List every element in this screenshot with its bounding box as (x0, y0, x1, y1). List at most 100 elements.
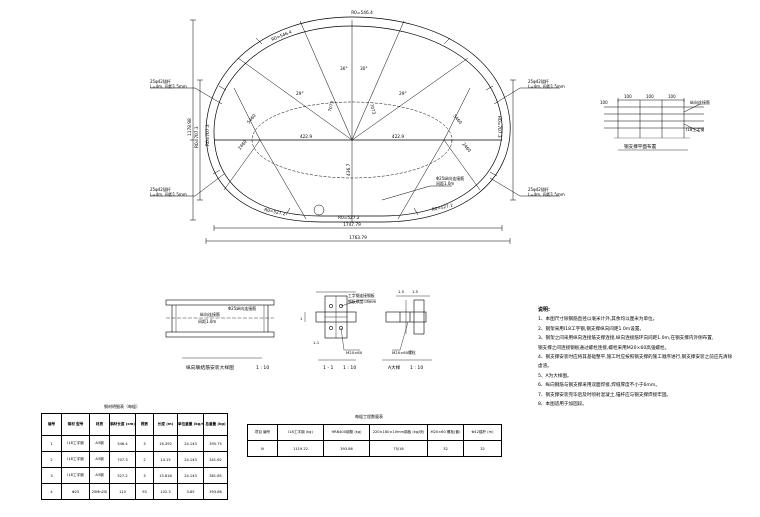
steel-cell: A3钢 (89, 451, 110, 468)
joint-label-4: M20×60螺栓 (392, 350, 416, 355)
right-dimension (510, 79, 516, 201)
joint-label-8: 1.5 (412, 289, 419, 294)
design-notes: 说明: 1、本图尺寸除钢筋直径以毫米计外,其余均以厘米为单位。 2、钢架采用I1… (538, 306, 743, 409)
qty-cell: 75/16 (369, 440, 428, 457)
tunnel-outer-lining (205, 16, 511, 223)
plan-dim-3: 100 (668, 94, 676, 99)
table-row: 1 I18工字钢 A3钢 546.4 3 16.392 24.143 395.7… (41, 435, 228, 452)
label-rad-left-2: 7073 (327, 100, 336, 112)
steel-cell: 2 (41, 451, 62, 468)
qty-table-title: 每榀工程数量表 (355, 414, 383, 419)
label-line: 25φ42锚杆 (150, 186, 171, 192)
table-row: 4 Φ25 25Mn2Si 110 93 102.3 3.85 393.86 (41, 483, 228, 500)
note-item: 虚渣。 (538, 364, 552, 370)
bottom-dimensions (205, 225, 511, 244)
note-item: 3、钢架之间采用纵向连接筋支撑连接,纵向连接筋环向间距1.0m,在钢支撑内外侧布… (538, 336, 714, 342)
label-r-side-right: R0=707.3 (496, 116, 502, 138)
label-r-top: R0=546.4 (351, 10, 373, 16)
steel-plan-labels: 100 100 100 纵向连接筋 I18工字钢 100 钢支撑平面布置 (600, 94, 710, 150)
label-ang-top-right: 29° (399, 91, 407, 97)
label-r-top-left: R0=546.4 (271, 29, 294, 43)
plan-label-b: I18工字钢 (686, 126, 704, 132)
tunnel-labels: 1747.79 1763.79 422.9 422.9 R0=546.4 R0=… (187, 10, 502, 241)
note-item: 8、本图适用于加固段。 (538, 402, 587, 408)
note-item: 5、A为大样图。 (538, 373, 572, 379)
note-item: 7、钢支撑安装完毕后及时喷射混凝土,锚杆应与钢支撑焊接牢固。 (538, 392, 672, 398)
steel-th: 钢材长度 (cm) (109, 413, 136, 436)
label-rad-right-2: 7073 (368, 103, 377, 115)
steel-cell: 3 (135, 435, 154, 452)
steel-cell: 527.2 (109, 467, 136, 484)
label-line: 25φ42锚杆 (150, 78, 171, 84)
beam-label-2: Φ25纵向连接筋 (228, 305, 256, 311)
qty-table: 项目 编号 I18工字钢 (kg) HRB400钢筋 (kg) 220×180×… (247, 424, 502, 457)
label-center-height: 436.7 (346, 163, 352, 176)
qty-cell: 32 (427, 440, 464, 457)
beam-title: 纵向联结筋安装大样图 (186, 364, 234, 371)
steel-cell: Φ25 (61, 483, 90, 500)
joint-labels: 工字钢连接钢板 钢板厚度=8mm M20×60 M20×60螺栓 1 1-1 1… (300, 289, 423, 371)
steel-th: 单位重量 (kg/m) (177, 413, 204, 436)
label-half-right: 422.9 (392, 134, 405, 140)
table-row: 2 I18工字钢 A3钢 707.3 2 14.15 24.143 341.62 (41, 451, 228, 468)
steel-table: 编号 钢材 型号 材质 钢材长度 (cm) 根数 长度 (m) 单位重量 (kg… (41, 413, 228, 500)
steel-plan-detail (604, 98, 704, 151)
joint-right-title: A大样 (388, 364, 401, 371)
label-r-bottom-left: R0=527.2 (264, 207, 287, 217)
joint-label-1: 工字钢连接钢板 (348, 293, 375, 298)
tunnel-section (150, 16, 560, 244)
steel-cell: 1 (41, 435, 62, 452)
qty-cell: 1119.22 (277, 440, 324, 457)
joint-label-7: 1.5 (398, 289, 405, 294)
note-item: 1、本图尺寸除钢筋直径以毫米计外,其余均以厘米为单位。 (538, 317, 658, 323)
joint-left-title: 1 - 1 (323, 365, 334, 371)
joint-label-5: 1 (300, 316, 303, 321)
qty-cell: 32 (463, 440, 502, 457)
label-line: L=4m, 间距1.5mm (528, 83, 565, 89)
steel-th: 钢材 型号 (61, 413, 90, 436)
label-line: Φ25纵向连接筋 (436, 175, 464, 181)
label-ang-mid-right: 30° (360, 66, 368, 72)
label-line: L=4m, 间距1.5mm (150, 191, 187, 197)
bolt-leaders (150, 87, 560, 201)
steel-cell: 707.3 (109, 451, 136, 468)
steel-cell: I18工字钢 (61, 435, 90, 452)
label-line: 间距1.0m (436, 180, 454, 186)
qty-th: 220×180×10mm钢板 (kg/块) (369, 424, 428, 441)
steel-cell: 110 (109, 483, 136, 500)
joint-label-6: 1-1 (313, 340, 320, 345)
steel-cell: 102.3 (153, 483, 178, 500)
steel-table-header: 编号 钢材 型号 材质 钢材长度 (cm) 根数 长度 (m) 单位重量 (kg… (41, 413, 228, 436)
label-ang-mid-left: 30° (340, 66, 348, 72)
joint-detail-left (304, 291, 376, 361)
label-half-left: 422.9 (300, 134, 313, 140)
steel-cell: 2 (135, 451, 154, 468)
qty-th: I18工字钢 (kg) (277, 424, 324, 441)
steel-cell: A3钢 (89, 435, 110, 452)
steel-cell: 393.86 (203, 483, 228, 500)
table-row: 3 I18工字钢 A3钢 527.2 3 15.816 24.143 381.8… (41, 467, 228, 484)
qty-table-header: 项目 编号 I18工字钢 (kg) HRB400钢筋 (kg) 220×180×… (247, 424, 502, 441)
joint-right-scale: 1 : 10 (410, 365, 423, 371)
label-r-bottom-right: R0=527.2 (431, 203, 454, 213)
steel-cell: 3.85 (177, 483, 204, 500)
steel-cell: I18工字钢 (61, 451, 90, 468)
label-rad-right-3: 2460 (460, 141, 472, 153)
plan-dim-1: 100 (624, 94, 632, 99)
beam-scale: 1 : 10 (256, 365, 269, 371)
label-width-inner: 1747.79 (343, 222, 361, 228)
table-row: IV 1119.22 393.86 75/16 32 32 (247, 440, 502, 457)
label-line: 25φ42锚杆 (528, 78, 549, 84)
bolt-label-bottom: Φ25纵向连接筋间距1.0m (436, 175, 464, 186)
steel-cell: 3 (41, 467, 62, 484)
steel-cell: 341.62 (203, 451, 228, 468)
plan-dim-2: 100 (646, 94, 654, 99)
note-item: 钢支撑之间连接钢板通过螺栓连接,螺栓采用M20×60高强螺栓。 (538, 345, 670, 351)
steel-cell: 14.15 (153, 451, 178, 468)
label-left-height: 1178.98 (187, 118, 193, 136)
beam-label-1: 纵向连接筋 (200, 311, 220, 317)
